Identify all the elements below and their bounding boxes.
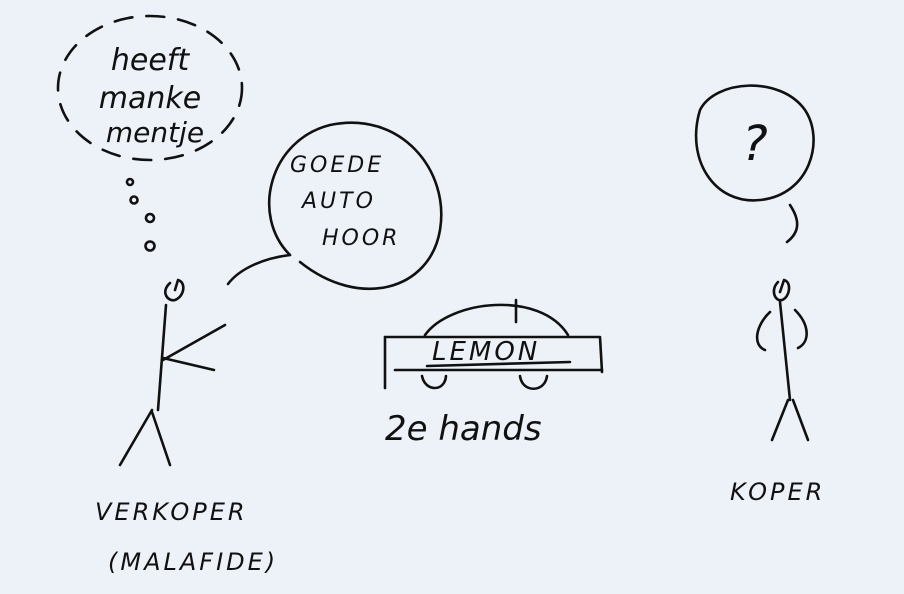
buyer-label: KOPER [730, 478, 825, 506]
speech-line-3: HOOR [322, 226, 400, 251]
speech-line-1: GOEDE [290, 153, 384, 178]
thought-line-3: mentje [106, 116, 204, 149]
seller-label-line-2: (MALAFIDE) [108, 548, 278, 576]
seller-thought-bubble: heeft manke mentje [56, 14, 244, 252]
thought-line-1: heeft [111, 43, 190, 78]
buyer-thought-bubble: ? [694, 84, 815, 244]
seller-speech-bubble: GOEDE AUTO HOOR [226, 121, 443, 291]
car-label: LEMON [432, 337, 540, 367]
seller-stick-figure [118, 278, 227, 467]
car-caption: 2e hands [385, 409, 542, 449]
speech-line-2: AUTO [300, 189, 376, 214]
thought-line-2: manke [99, 81, 201, 116]
lemon-car: LEMON [383, 298, 604, 391]
question-mark-icon: ? [742, 116, 767, 172]
buyer-stick-figure [755, 278, 810, 442]
seller-label-line-1: VERKOPER [95, 498, 248, 526]
